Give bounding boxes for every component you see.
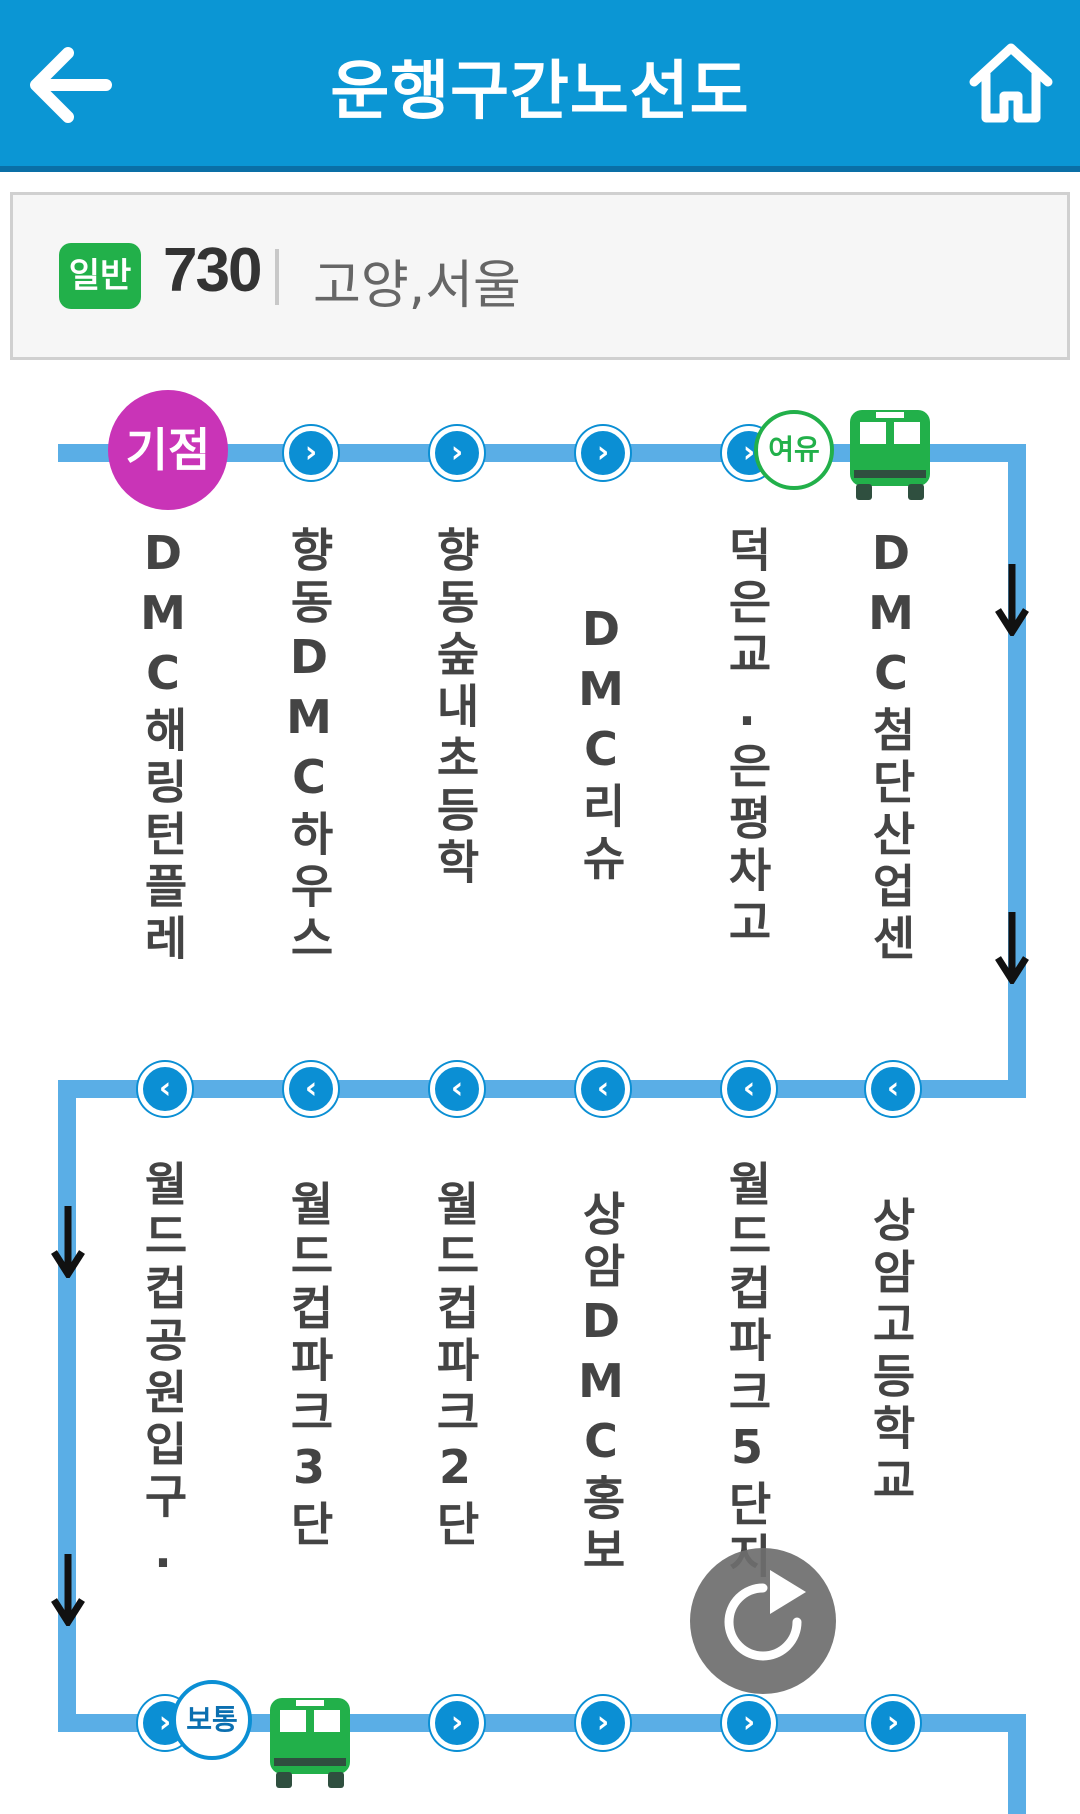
stop-name[interactable]: DMC첨단산업센 <box>864 526 918 966</box>
route-line-left-turn <box>58 1080 76 1732</box>
crowd-level-badge: 보통 <box>172 1680 252 1760</box>
start-point-marker[interactable]: 기점 <box>108 390 228 510</box>
back-arrow-icon[interactable] <box>24 40 114 130</box>
stop-name[interactable]: 향동숲내초등학 <box>428 526 482 890</box>
stop-name[interactable]: DMC리슈 <box>574 602 628 886</box>
stop-marker[interactable]: › <box>284 426 338 480</box>
route-info: 일반 730 고양,서울 <box>10 192 1070 360</box>
stop-marker[interactable]: › <box>576 426 630 480</box>
down-arrow-icon <box>51 1206 85 1278</box>
home-icon[interactable] <box>966 38 1056 128</box>
stop-marker[interactable]: ‹ <box>138 1062 192 1116</box>
stop-marker[interactable]: › <box>866 1696 920 1750</box>
stop-name[interactable]: 향동DMC하우스 <box>282 526 336 966</box>
refresh-icon <box>724 1570 806 1661</box>
stop-name[interactable]: 월드컵파크2단 <box>428 1180 482 1552</box>
stop-marker[interactable]: ‹ <box>722 1062 776 1116</box>
route-number: 730 <box>163 236 262 305</box>
route-region: 고양,서울 <box>313 256 521 316</box>
stop-marker[interactable]: › <box>722 1696 776 1750</box>
down-arrow-icon <box>995 912 1029 984</box>
stop-marker[interactable]: ‹ <box>576 1062 630 1116</box>
stop-name[interactable]: 월드컵공원입구. <box>136 1160 190 1584</box>
stop-marker[interactable]: › <box>576 1696 630 1750</box>
bus-icon[interactable] <box>266 1696 354 1790</box>
stop-marker[interactable]: ‹ <box>284 1062 338 1116</box>
route-map: 기점 › › › › › 여유 DMC해링턴플레 향동DMC하우스 향동숲내초등… <box>0 380 1080 1814</box>
route-line-right-turn-2 <box>1008 1714 1026 1814</box>
stop-marker[interactable]: › <box>430 1696 484 1750</box>
down-arrow-icon <box>51 1554 85 1626</box>
stop-name[interactable]: 월드컵파크3단 <box>282 1180 336 1552</box>
stop-marker[interactable]: ‹ <box>430 1062 484 1116</box>
stop-name[interactable]: 상암DMC홍보 <box>574 1190 628 1578</box>
page-title: 운행구간노선도 <box>330 55 750 129</box>
divider <box>275 249 279 305</box>
stop-name[interactable]: 덕은교.은평차고 <box>720 526 774 950</box>
crowd-level-badge: 여유 <box>754 410 834 490</box>
route-line-right-turn <box>1008 444 1026 1096</box>
app-header: 운행구간노선도 <box>0 0 1080 172</box>
stop-marker[interactable]: ‹ <box>866 1062 920 1116</box>
bus-icon[interactable] <box>846 408 934 502</box>
stop-name[interactable]: DMC해링턴플레 <box>136 526 190 966</box>
down-arrow-icon <box>995 564 1029 636</box>
stop-name[interactable]: 상암고등학교 <box>864 1196 918 1508</box>
route-type-badge: 일반 <box>59 243 141 309</box>
refresh-button[interactable] <box>690 1548 836 1694</box>
stop-name[interactable]: 월드컵파크5단지 <box>720 1160 774 1584</box>
stop-marker[interactable]: › <box>430 426 484 480</box>
